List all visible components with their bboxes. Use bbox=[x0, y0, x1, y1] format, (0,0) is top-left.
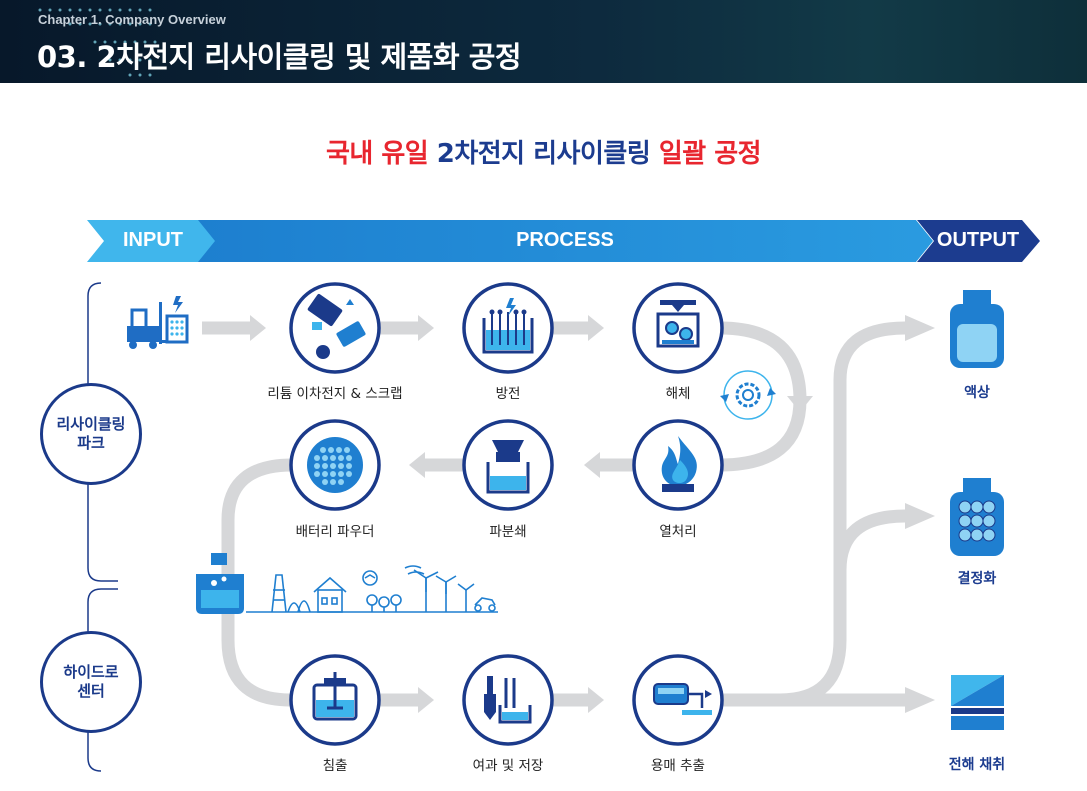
gear-cycle-icon bbox=[720, 370, 776, 420]
liquid-bottle-icon bbox=[950, 290, 1004, 368]
dot-pattern-decoration bbox=[38, 8, 157, 77]
step-label-leach: 침출 bbox=[322, 758, 348, 774]
dismantle-machine-icon bbox=[656, 300, 700, 348]
filter-storage-icon bbox=[484, 676, 532, 724]
solvent-extraction-icon bbox=[653, 683, 712, 715]
output-label-electro: 전해 채취 bbox=[948, 757, 1006, 773]
output-label-crystal: 결정화 bbox=[957, 571, 997, 587]
green-city-landscape-icon bbox=[246, 565, 498, 613]
output-stage-arrow bbox=[917, 220, 1040, 262]
electro-plates-icon bbox=[951, 675, 1004, 730]
arrowhead-down bbox=[787, 396, 813, 412]
chapter-label: Chapter 1. Company Overview bbox=[38, 12, 226, 27]
step-circle-filter bbox=[462, 654, 554, 746]
transfer-vessel-icon bbox=[196, 553, 244, 614]
crystal-bottle-icon bbox=[950, 478, 1004, 556]
output-stage-label: OUTPUT bbox=[936, 229, 1020, 251]
arrowhead-4 bbox=[584, 452, 600, 478]
input-stage-arrow bbox=[87, 220, 217, 262]
header-bar: Chapter 1. Company Overview 03. 2차전지 리사이… bbox=[0, 0, 1087, 83]
hydro-bracket bbox=[87, 588, 118, 772]
recycling-park-label-1: 리사이클링 bbox=[56, 415, 126, 433]
page-title: 03. 2차전지 리사이클링 및 제품화 공정 bbox=[37, 40, 522, 74]
diagram-subtitle: 국내 유일 2차전지 리사이클링 일괄 공정 bbox=[0, 133, 1087, 170]
step-label-crush: 파분쇄 bbox=[489, 524, 527, 540]
arrowhead-out-3 bbox=[905, 687, 935, 713]
step-label-scrap: 리튬 이차전지 & 스크랩 bbox=[267, 386, 403, 402]
step-label-discharge: 방전 bbox=[495, 386, 521, 402]
arrowhead-out-1 bbox=[905, 315, 935, 341]
step-label-heat: 열처리 bbox=[659, 524, 697, 540]
process-stage-arrow bbox=[198, 220, 933, 262]
arrowhead-1 bbox=[250, 315, 266, 341]
hydro-center-label-1: 하이드로 bbox=[63, 663, 119, 681]
step-label-powder: 배터리 파우더 bbox=[295, 524, 375, 540]
arrowhead-5 bbox=[409, 452, 425, 478]
powder-icon bbox=[307, 437, 363, 493]
subtitle-highlight-1: 국내 유일 bbox=[325, 139, 429, 169]
forklift-battery-icon bbox=[127, 296, 189, 349]
process-stage-label: PROCESS bbox=[516, 229, 614, 251]
input-stage-label: INPUT bbox=[123, 229, 183, 251]
discharge-tank-icon bbox=[482, 298, 534, 354]
flame-icon bbox=[661, 436, 697, 492]
step-label-solvent: 용매 추출 bbox=[651, 758, 705, 774]
step-circle-crush bbox=[462, 419, 554, 511]
arrowhead-2 bbox=[418, 315, 434, 341]
arrowhead-3 bbox=[588, 315, 604, 341]
crusher-icon bbox=[486, 440, 530, 494]
arrowhead-out-2 bbox=[905, 503, 935, 529]
recycling-park-label-2: 파크 bbox=[77, 434, 105, 452]
hydro-center-label-2: 센터 bbox=[77, 682, 105, 700]
arrowhead-6 bbox=[418, 687, 434, 713]
output-label-liquid: 액상 bbox=[964, 385, 990, 401]
battery-scrap-icon bbox=[307, 293, 366, 359]
step-label-dismantle: 해체 bbox=[665, 386, 691, 402]
leaching-tank-icon bbox=[312, 672, 358, 721]
step-label-filter: 여과 및 저장 bbox=[472, 758, 544, 774]
park-bracket bbox=[87, 282, 118, 582]
pipe-to-crystal bbox=[833, 509, 906, 571]
step-circle-scrap bbox=[289, 282, 381, 374]
subtitle-middle: 2차전지 리사이클링 bbox=[436, 139, 651, 169]
subtitle-highlight-2: 일괄 공정 bbox=[658, 139, 762, 169]
arrowhead-7 bbox=[588, 687, 604, 713]
